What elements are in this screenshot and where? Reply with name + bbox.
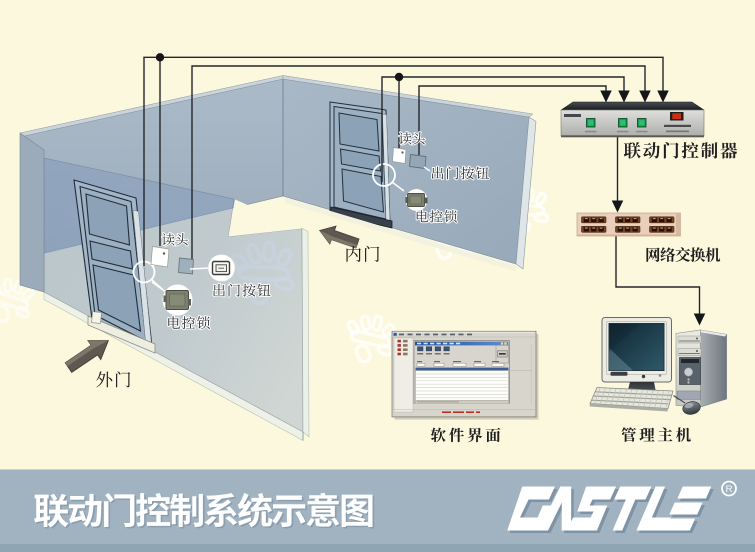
svg-text:R: R	[726, 484, 733, 495]
